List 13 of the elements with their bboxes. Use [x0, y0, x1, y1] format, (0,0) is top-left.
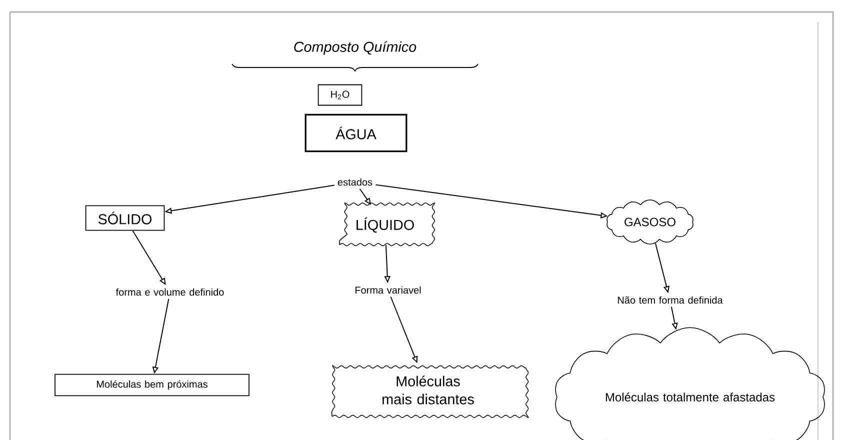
description-cloud: Moléculas totalmente afastadas [555, 327, 825, 440]
state-box: SÓLIDO [85, 205, 165, 231]
state-cloud: GASOSO [606, 199, 694, 245]
water-box: ÁGUA [304, 114, 408, 152]
heading-label: Composto Químico [294, 41, 416, 55]
state-label: estados [338, 178, 372, 186]
property-text: Não tem forma definida [618, 296, 723, 304]
property-text: forma e volume definido [116, 288, 224, 296]
description-box: Moléculas mais distantes [331, 365, 529, 418]
formula-box: H$_{2}$O [318, 84, 362, 106]
state-box: LÍQUIDO [339, 202, 436, 246]
property-text: Forma variavel [355, 286, 421, 294]
description-box: Moléculas bem próximas [54, 374, 250, 396]
